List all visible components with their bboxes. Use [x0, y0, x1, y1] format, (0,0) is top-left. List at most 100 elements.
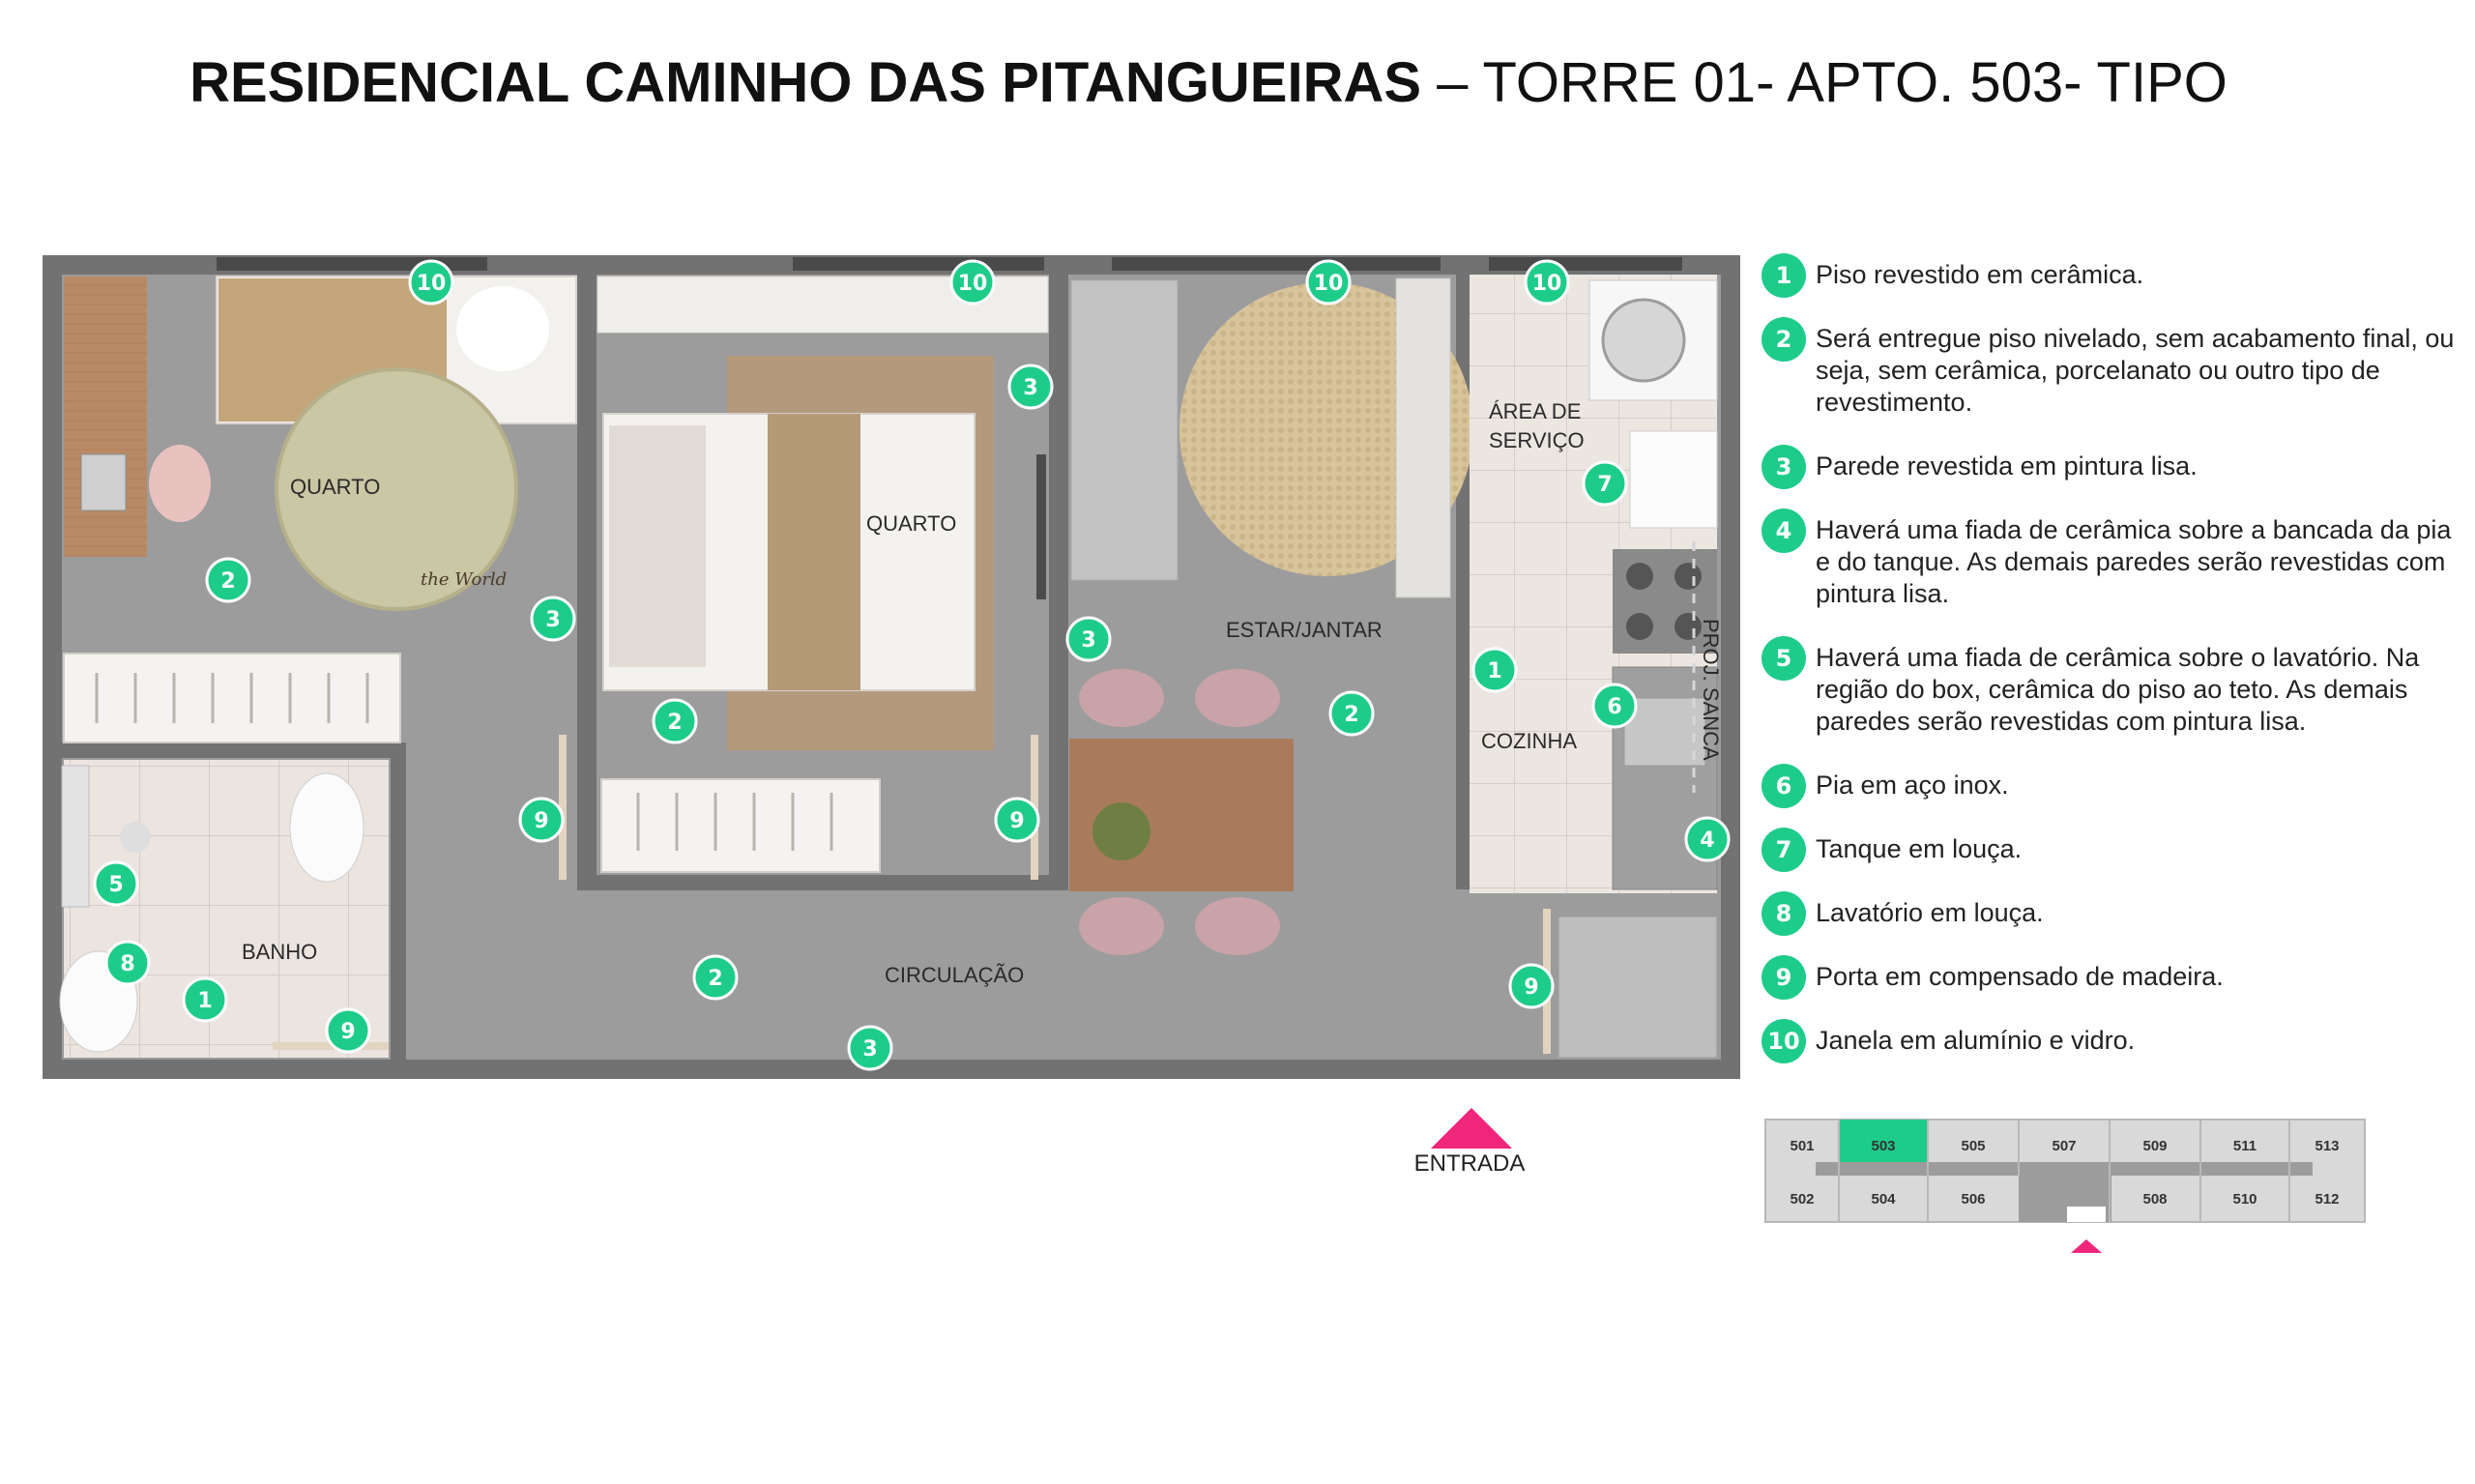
legend-number-badge: 1: [1762, 253, 1806, 298]
legend-number-badge: 2: [1762, 317, 1806, 362]
wardrobe-2-hangers: [636, 793, 833, 851]
legend-text: Pia em aço inox.: [1816, 771, 2009, 800]
legend-number-badge: 6: [1762, 764, 1806, 808]
svg-text:6: 6: [1607, 695, 1621, 719]
laptop: [80, 453, 127, 511]
legend-number-badge: 4: [1762, 509, 1806, 553]
room-label-quarto-2: QUARTO: [866, 511, 956, 536]
marker-8: 8: [104, 940, 151, 986]
keyplan-bottom-row: 502 504 506 508 510 512: [1790, 1191, 2339, 1208]
legend-text: Será entregue piso nivelado, sem acabame…: [1816, 324, 2455, 417]
keyplan-entry-gap: [2067, 1207, 2106, 1222]
double-bed-blanket: [768, 414, 860, 690]
desk-chair: [149, 445, 211, 522]
legend-text: Haverá uma fiada de cerâmica sobre o lav…: [1816, 643, 2420, 736]
legend-number-badge: 9: [1762, 955, 1806, 1000]
shower-glass: [61, 765, 90, 908]
keyplan-unit-503: 503: [1871, 1138, 1895, 1154]
marker-1-kitchen: 1: [1471, 647, 1518, 693]
wardrobe-1: [63, 653, 401, 743]
svg-text:10: 10: [1314, 272, 1344, 296]
living-cabinet: [1395, 277, 1451, 598]
keyplan-unit-505: 505: [1961, 1138, 1985, 1154]
title-light: – TORRE 01- APTO. 503- TIPO: [1421, 51, 2228, 114]
window-center: [793, 257, 1044, 271]
keyplan-entrance-arrow: [2071, 1239, 2102, 1253]
title-bold: RESIDENCIAL CAMINHO DAS PITANGUEIRAS: [189, 51, 1422, 114]
marker-5: 5: [93, 860, 139, 907]
marker-1-bath: 1: [182, 976, 228, 1023]
marker-3-circulation: 3: [847, 1025, 893, 1071]
keyplan-unit-504: 504: [1871, 1191, 1896, 1208]
world-rug: [275, 367, 518, 611]
keyplan-unit-511: 511: [2233, 1138, 2257, 1154]
kitchen-sink: [1623, 697, 1706, 767]
keyplan-unit-502: 502: [1790, 1191, 1814, 1208]
legend-text: Parede revestida em pintura lisa.: [1816, 451, 2198, 480]
room-label-cozinha: COZINHA: [1481, 729, 1577, 753]
marker-10-service: 10: [1524, 259, 1570, 306]
keyplan-unit-513: 513: [2315, 1138, 2339, 1154]
tv-panel: [1036, 454, 1046, 599]
room-label-area-servico-2: SERVIÇO: [1489, 428, 1585, 452]
page-title: RESIDENCIAL CAMINHO DAS PITANGUEIRAS – T…: [0, 50, 2417, 115]
legend-text: Janela em alumínio e vidro.: [1816, 1026, 2136, 1055]
svg-text:8: 8: [120, 952, 134, 976]
keyplan-unit-506: 506: [1961, 1191, 1985, 1208]
svg-text:10: 10: [1532, 272, 1562, 296]
svg-text:1: 1: [197, 989, 212, 1013]
svg-text:2: 2: [220, 569, 235, 594]
keyplan-unit-512: 512: [2315, 1191, 2339, 1208]
marker-4: 4: [1684, 816, 1731, 862]
keyplan-unit-510: 510: [2232, 1191, 2257, 1208]
window-service: [1489, 257, 1682, 271]
svg-text:1: 1: [1487, 659, 1501, 684]
desk: [64, 276, 147, 557]
legend-number-badge: 3: [1762, 445, 1806, 489]
dining-chairs: [1079, 669, 1280, 955]
svg-text:2: 2: [667, 711, 682, 735]
svg-text:9: 9: [534, 809, 548, 833]
key-plan: [1764, 1119, 2366, 1253]
marker-3-bedroom2: 3: [1007, 364, 1054, 410]
marker-9-bath: 9: [325, 1007, 371, 1054]
entrance-label: ENTRADA: [1413, 1150, 1526, 1177]
svg-text:3: 3: [545, 608, 560, 632]
legend-text: Tanque em louça.: [1816, 834, 2023, 863]
marker-3-bedroom1: 3: [530, 596, 576, 642]
keyplan-unit-508: 508: [2142, 1191, 2167, 1208]
svg-text:10: 10: [417, 272, 447, 296]
legend-number-badge: 10: [1762, 1019, 1806, 1063]
keyplan-unit-501: 501: [1790, 1138, 1814, 1154]
marker-2-bedroom1: 2: [205, 557, 251, 603]
legend-text: Lavatório em louça.: [1816, 898, 2044, 927]
wall-living-service: [1456, 255, 1470, 889]
entrance-arrow: [1431, 1108, 1512, 1149]
stove: [1613, 549, 1717, 654]
rug-text: the World: [421, 569, 507, 590]
marker-2-bedroom2: 2: [652, 698, 698, 744]
svg-text:10: 10: [958, 272, 988, 296]
fridge: [1558, 916, 1718, 1059]
laundry-sink: [1629, 430, 1718, 529]
legend-text: Haverá uma fiada de cerâmica sobre a ban…: [1816, 515, 2452, 608]
shower-drain: [120, 822, 151, 853]
room-label-quarto-1: QUARTO: [290, 475, 380, 499]
room-label-circulacao: CIRCULAÇÃO: [885, 963, 1024, 987]
wardrobe-2: [600, 778, 881, 873]
marker-2-living: 2: [1328, 690, 1375, 737]
svg-text:3: 3: [1081, 628, 1095, 653]
marker-10-bedroom2: 10: [949, 259, 996, 306]
room-label-banho: BANHO: [242, 940, 317, 964]
svg-text:4: 4: [1700, 829, 1714, 853]
svg-text:9: 9: [1009, 809, 1024, 833]
marker-3-living: 3: [1065, 616, 1112, 662]
sofa: [1070, 279, 1179, 581]
keyplan-corridor: [1816, 1162, 2313, 1176]
keyplan-highlight: [1839, 1120, 1928, 1164]
marker-10-bedroom1: 10: [408, 259, 454, 306]
keyplan-unit-509: 509: [2142, 1138, 2167, 1154]
window-living: [1112, 257, 1441, 271]
